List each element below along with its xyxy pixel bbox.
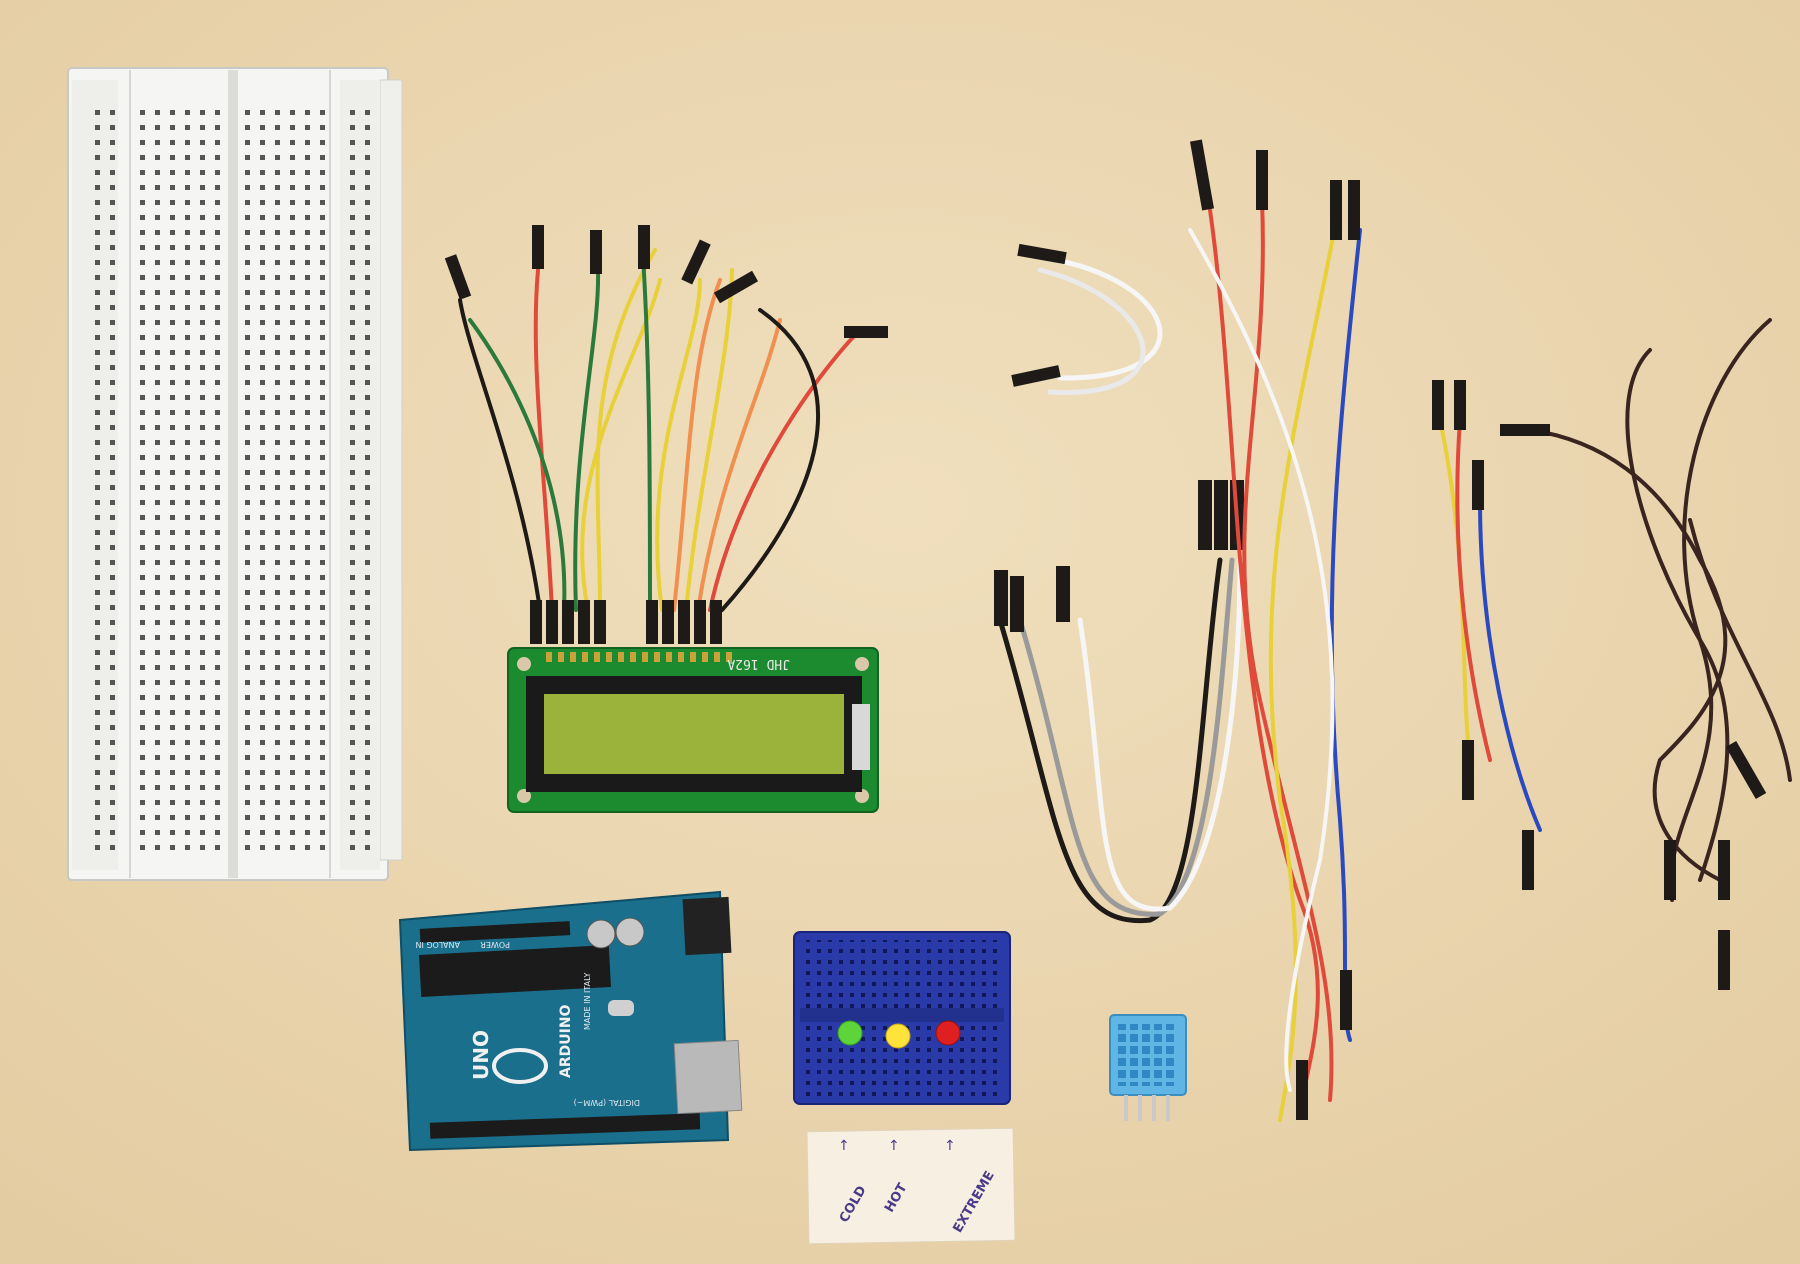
arduino-model-label: UNO bbox=[469, 1030, 493, 1080]
led-indicators bbox=[837, 1020, 961, 1049]
arduino-digital-label: DIGITAL (PWM~) bbox=[574, 1098, 640, 1107]
long-color-jumper-wires bbox=[1188, 139, 1362, 1122]
svg-text:↑: ↑ bbox=[838, 1138, 850, 1154]
green-led bbox=[837, 1020, 863, 1046]
handwritten-note: ↑ ↑ ↑ COLD HOT EXTREME bbox=[806, 1127, 1016, 1245]
lcd-model-label: JHD 162A bbox=[727, 656, 790, 671]
svg-text:↑: ↑ bbox=[944, 1138, 956, 1154]
mini-breadboard bbox=[793, 931, 1011, 1105]
lcd-wire-housings bbox=[444, 225, 888, 644]
breadboard-large bbox=[67, 67, 403, 881]
lcd-module: JHD 162A bbox=[507, 647, 879, 813]
brown-jumper-wires bbox=[1500, 318, 1792, 990]
yellow-led bbox=[885, 1023, 911, 1049]
white-jumper-wires bbox=[1011, 243, 1163, 395]
arduino-made-label: MADE IN ITALY bbox=[583, 972, 592, 1030]
svg-text:↑: ↑ bbox=[888, 1138, 900, 1154]
short-color-jumper-wires bbox=[1432, 380, 1542, 890]
dht11-sensor bbox=[1109, 1014, 1187, 1121]
gray-black-jumper-wires bbox=[994, 480, 1244, 924]
red-led bbox=[935, 1020, 961, 1046]
arduino-brand-label: ARDUINO bbox=[558, 1004, 574, 1078]
lcd-screen bbox=[544, 694, 844, 774]
arduino-power-label: POWER bbox=[480, 940, 510, 949]
lcd-jumper-wires bbox=[458, 238, 862, 612]
arduino-uno-board: UNO ARDUINO MADE IN ITALY DIGITAL (PWM~)… bbox=[398, 890, 743, 1152]
arduino-analog-label: ANALOG IN bbox=[416, 940, 461, 949]
